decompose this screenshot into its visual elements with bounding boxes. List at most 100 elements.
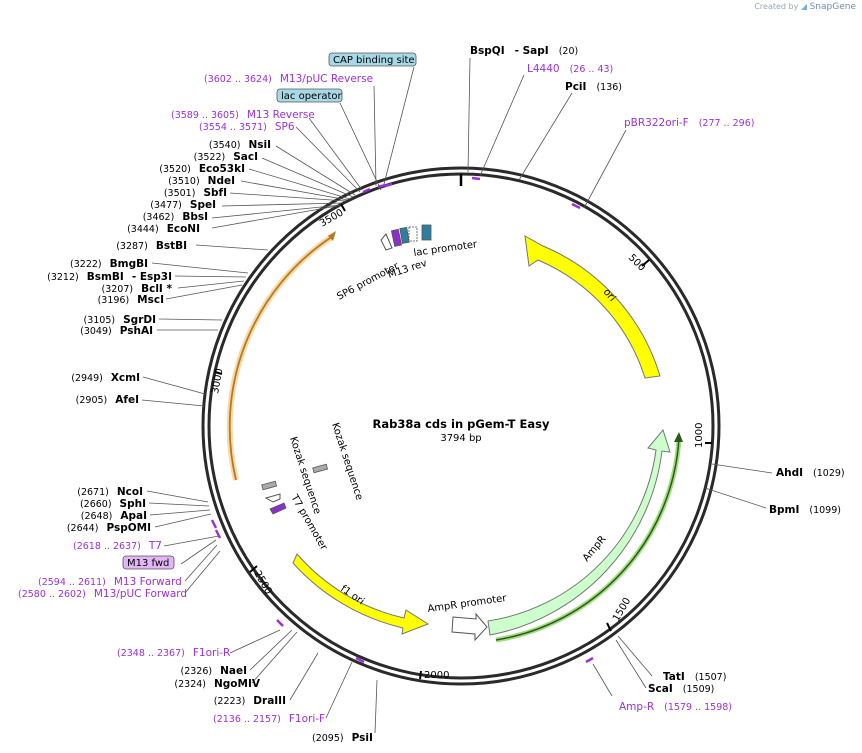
site-name: NgoMIV: [214, 678, 261, 690]
site-pos: (1507): [695, 672, 727, 683]
site-name: PsiI: [352, 732, 373, 744]
site-name: PshAI: [120, 325, 153, 337]
primer-range: (3589 .. 3605): [171, 110, 239, 121]
site-pos: (1099): [809, 505, 841, 516]
site-pos: (3207): [102, 284, 134, 295]
site-pos: (2223): [214, 696, 246, 707]
svg-text:(3196)MscI: (3196) MscI: [98, 294, 164, 306]
site-pos: (3540): [209, 140, 241, 151]
primer-range: (2594 .. 2611): [38, 577, 106, 588]
primer-name: T7: [148, 540, 162, 552]
svg-text:(2618 .. 2637)T7: (2618 .. 2637) T7: [73, 540, 162, 552]
svg-text:(2326)NaeI: (2326)NaeI: [181, 665, 248, 677]
tick-label-1000: 1000: [694, 423, 705, 448]
ampr-orf-line: [495, 437, 680, 641]
primer-name: L4440: [527, 63, 560, 75]
site-name: AfeI: [115, 394, 139, 406]
ampr-arrow: [487, 428, 671, 636]
primer-range: (3602 .. 3624): [204, 74, 272, 85]
site-name: ApaI: [120, 510, 147, 522]
cap-binding-site-label: CAP binding site: [333, 55, 415, 66]
site-pos: (136): [596, 82, 622, 93]
primer-name: M13/pUC Reverse: [280, 73, 373, 85]
f1-ori-arrow: [292, 553, 430, 635]
svg-text:(3501)SbfI: (3501)SbfI: [164, 187, 227, 199]
insert-arc: [228, 235, 334, 481]
snapgene-credit: Created by ◢ SnapGene: [754, 2, 856, 12]
kozak-block-1: [261, 480, 278, 491]
ampr-promoter-arrow: [451, 612, 488, 642]
svg-text:BpmI(1099): BpmI(1099): [769, 504, 841, 516]
site-name: NcoI: [117, 486, 143, 498]
ampr-promoter-label: AmpR promoter: [427, 593, 508, 615]
site-name: MscI: [137, 294, 164, 306]
svg-text:(3510)NdeI: (3510)NdeI: [168, 175, 235, 187]
svg-text:(3212)BsmBI- Esp3I: (3212)BsmBI- Esp3I: [47, 271, 172, 283]
site-pos: (3444): [127, 224, 159, 235]
site-pos: (3287): [116, 241, 148, 252]
svg-text:(3222)BmgBI: (3222)BmgBI: [70, 258, 148, 270]
site-name: AhdI: [776, 467, 803, 479]
snapgene-logo-icon: ◢: [800, 2, 808, 11]
site-pos: (3477): [150, 200, 182, 211]
leader-lines: [141, 57, 773, 734]
svg-text:(2648)ApaI: (2648)ApaI: [81, 510, 147, 522]
site-name: PspOMI: [106, 522, 151, 534]
tick-label-3000: 3000: [210, 368, 225, 395]
m13-fwd-box-label: M13 fwd: [127, 558, 169, 569]
site-name: BstBI: [156, 240, 187, 252]
lac-promoter-label: lac promoter: [413, 239, 479, 259]
svg-text:(3477)SpeI: (3477)SpeI: [150, 199, 216, 211]
site-name: NdeI: [208, 175, 235, 187]
svg-text:(3049)PshAI: (3049)PshAI: [80, 325, 153, 337]
site-extra: - SapI: [515, 45, 549, 57]
cap-site-block: [408, 226, 418, 242]
svg-text:(3554 .. 3571)SP6: (3554 .. 3571)SP6: [199, 121, 295, 133]
svg-text:(2594 .. 2611)M13 Forward: (2594 .. 2611)M13 Forward: [38, 576, 182, 588]
plasmid-length: 3794 bp: [440, 433, 481, 444]
site-pos: (2326): [181, 666, 213, 677]
primer-name: Amp-R: [619, 701, 654, 713]
lac-promoter-block: [421, 224, 432, 241]
credit-brand: SnapGene: [809, 2, 856, 12]
lac-operator-box-label: lac operator: [281, 91, 342, 102]
kozak-block-2: [312, 463, 329, 474]
site-pos: (3196): [98, 295, 130, 306]
svg-text:(2644)PspOMI: (2644) PspOMI: [67, 522, 151, 534]
svg-text:(2348 .. 2367)F1ori-R: (2348 .. 2367)F1ori-R: [117, 647, 230, 659]
svg-text:(3602 .. 3624)M13/pUC Reverse: (3602 .. 3624) M13/pUC Reverse: [204, 73, 373, 85]
primer-range: (2618 .. 2637): [73, 541, 141, 552]
site-pos: (2949): [71, 373, 103, 384]
site-pos: (2644): [67, 523, 99, 534]
ori-arrow: [524, 235, 661, 379]
site-pos: (2660): [80, 499, 112, 510]
site-name: SgrDI: [123, 314, 156, 326]
site-pos: (1029): [813, 468, 845, 479]
site-name: XcmI: [111, 372, 140, 384]
svg-text:(2580 .. 2602)M13/pUC Forward: (2580 .. 2602)M13/pUC Forward: [18, 588, 187, 600]
svg-text:ScaI(1509): ScaI(1509): [648, 683, 714, 695]
sp6-promoter-arrow: [380, 233, 393, 251]
svg-text:Amp-R(1579 .. 1598): Amp-R(1579 .. 1598): [619, 701, 732, 713]
t7-primer-block: [269, 502, 287, 515]
primer-range: (3554 .. 3571): [199, 122, 267, 133]
site-name: BsmBI: [87, 271, 124, 283]
site-name: Eco53kI: [199, 163, 245, 175]
ampr-highlight: [495, 437, 682, 643]
insert-arrowhead: [328, 231, 336, 241]
site-name: BclI *: [141, 283, 172, 295]
svg-text:(3462)BbsI: (3462)BbsI: [143, 211, 208, 223]
lac-operator-block: [399, 226, 410, 244]
sites-right: BspQI- SapI(20) PciI(136) AhdI(1029) Bpm…: [312, 45, 845, 744]
svg-text:(3522)SacI: (3522)SacI: [194, 151, 258, 163]
m13-fwd-box: [122, 555, 175, 570]
svg-text:(2671)NcoI: (2671)NcoI: [77, 486, 143, 498]
site-name: BbsI: [182, 211, 208, 223]
svg-text:(3287)BstBI: (3287) BstBI: [116, 240, 187, 252]
lac-operator-box: [276, 88, 343, 103]
site-name: SbfI: [203, 187, 227, 199]
site-name: SacI: [233, 151, 258, 163]
site-pos: (3212): [47, 272, 79, 283]
svg-text:(2324)NgoMIV: (2324)NgoMIV: [174, 678, 260, 690]
site-name: DraIII: [253, 695, 286, 707]
